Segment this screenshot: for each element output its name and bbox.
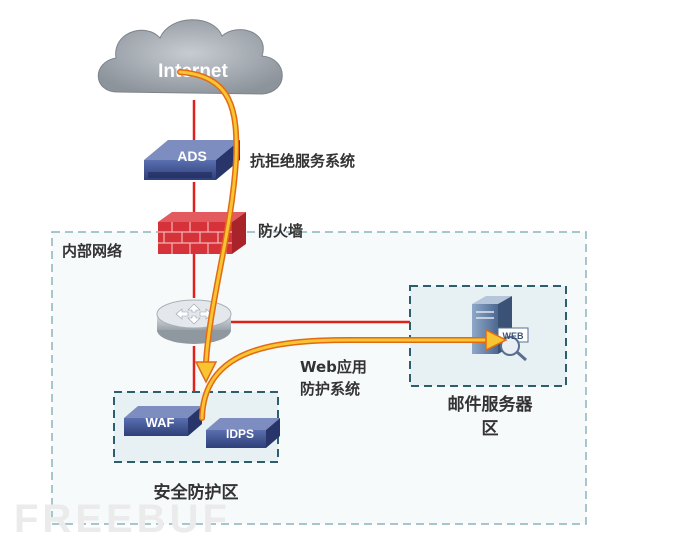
idps-device-label: IDPS [226,427,254,441]
ads-caption: 抗拒绝服务系统 [250,152,355,170]
web-badge-label: WEB [503,331,524,341]
security-zone-label: 安全防护区 [154,482,239,503]
firewall-caption: 防火墙 [258,222,303,240]
waf-device-label: WAF [146,415,175,430]
ads-device-label: ADS [177,148,207,164]
waf-device-icon [124,406,202,436]
freebuf-watermark: FREEBUF [14,497,231,541]
internal-network-label: 内部网络 [62,242,122,260]
router-icon [156,299,232,344]
ads-device-icon [144,140,240,180]
firewall-icon [158,212,246,254]
mail-zone-label-line2: 区 [482,419,499,439]
mail-zone-label-line1: 邮件服务器 [448,394,534,415]
idps-device-icon [206,418,280,448]
internet-cloud-icon [97,19,283,95]
network-links [192,100,410,392]
flow-arrowhead-down [194,361,218,384]
traffic-flow-arrows [177,69,508,421]
web-protect-label-line2: 防护系统 [300,380,360,398]
web-protect-label-line1: Web应用 [300,358,367,376]
flow-arrowhead-right [485,328,508,352]
